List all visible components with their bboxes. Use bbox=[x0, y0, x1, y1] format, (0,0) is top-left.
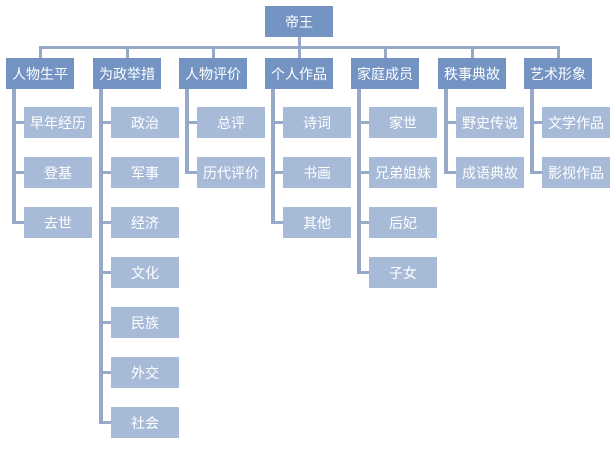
child-node: 诗词 bbox=[283, 107, 351, 138]
child-node: 后妃 bbox=[369, 207, 437, 238]
connector-child bbox=[444, 171, 457, 174]
connector-child bbox=[12, 121, 25, 124]
connector-vertical bbox=[271, 89, 275, 224]
category-node: 人物评价 bbox=[179, 58, 247, 89]
child-node: 军事 bbox=[111, 157, 179, 188]
connector-child bbox=[357, 271, 370, 274]
connector-vertical bbox=[185, 89, 189, 174]
category-node: 为政举措 bbox=[93, 58, 161, 89]
connector-vertical bbox=[12, 89, 16, 224]
connector-child bbox=[99, 421, 112, 424]
child-node: 民族 bbox=[111, 307, 179, 338]
child-node: 总评 bbox=[197, 107, 265, 138]
connector-child bbox=[99, 321, 112, 324]
connector-child bbox=[99, 271, 112, 274]
connector-vertical bbox=[444, 89, 448, 174]
child-node: 社会 bbox=[111, 407, 179, 438]
root-node: 帝王 bbox=[265, 6, 333, 37]
child-node: 经济 bbox=[111, 207, 179, 238]
child-node: 文化 bbox=[111, 257, 179, 288]
child-node: 去世 bbox=[24, 207, 92, 238]
child-node: 登基 bbox=[24, 157, 92, 188]
connector-vertical bbox=[530, 89, 534, 174]
category-node: 秩事典故 bbox=[438, 58, 506, 89]
connector-child bbox=[271, 121, 284, 124]
connector-child bbox=[271, 171, 284, 174]
connector-child bbox=[12, 221, 25, 224]
child-node: 兄弟姐妹 bbox=[369, 157, 437, 188]
connector-category bbox=[471, 46, 474, 58]
category-node: 人物生平 bbox=[6, 58, 74, 89]
child-node: 文学作品 bbox=[542, 107, 610, 138]
connector-child bbox=[357, 121, 370, 124]
connector-child bbox=[99, 171, 112, 174]
child-node: 书画 bbox=[283, 157, 351, 188]
connector-child bbox=[444, 121, 457, 124]
connector-child bbox=[99, 371, 112, 374]
child-node: 政治 bbox=[111, 107, 179, 138]
category-node: 家庭成员 bbox=[351, 58, 419, 89]
connector-vertical bbox=[357, 89, 361, 274]
child-node: 子女 bbox=[369, 257, 437, 288]
connector-child bbox=[357, 221, 370, 224]
connector-vertical bbox=[99, 89, 103, 424]
connector-child bbox=[271, 221, 284, 224]
connector-child bbox=[357, 171, 370, 174]
connector-child bbox=[530, 121, 543, 124]
child-node: 成语典故 bbox=[456, 157, 524, 188]
connector-category bbox=[39, 46, 42, 58]
child-node: 外交 bbox=[111, 357, 179, 388]
connector-child bbox=[12, 171, 25, 174]
connector-category bbox=[557, 46, 560, 58]
category-node: 个人作品 bbox=[265, 58, 333, 89]
connector-category bbox=[384, 46, 387, 58]
category-node: 艺术形象 bbox=[524, 58, 592, 89]
connector-child bbox=[185, 171, 198, 174]
child-node: 其他 bbox=[283, 207, 351, 238]
connector-child bbox=[530, 171, 543, 174]
connector-child bbox=[99, 121, 112, 124]
connector-child bbox=[185, 121, 198, 124]
child-node: 历代评价 bbox=[197, 157, 265, 188]
connector-category bbox=[212, 46, 215, 58]
connector-root bbox=[298, 37, 301, 49]
child-node: 野史传说 bbox=[456, 107, 524, 138]
connector-child bbox=[99, 221, 112, 224]
connector-category bbox=[298, 46, 301, 58]
child-node: 影视作品 bbox=[542, 157, 610, 188]
child-node: 家世 bbox=[369, 107, 437, 138]
connector-category bbox=[126, 46, 129, 58]
child-node: 早年经历 bbox=[24, 107, 92, 138]
